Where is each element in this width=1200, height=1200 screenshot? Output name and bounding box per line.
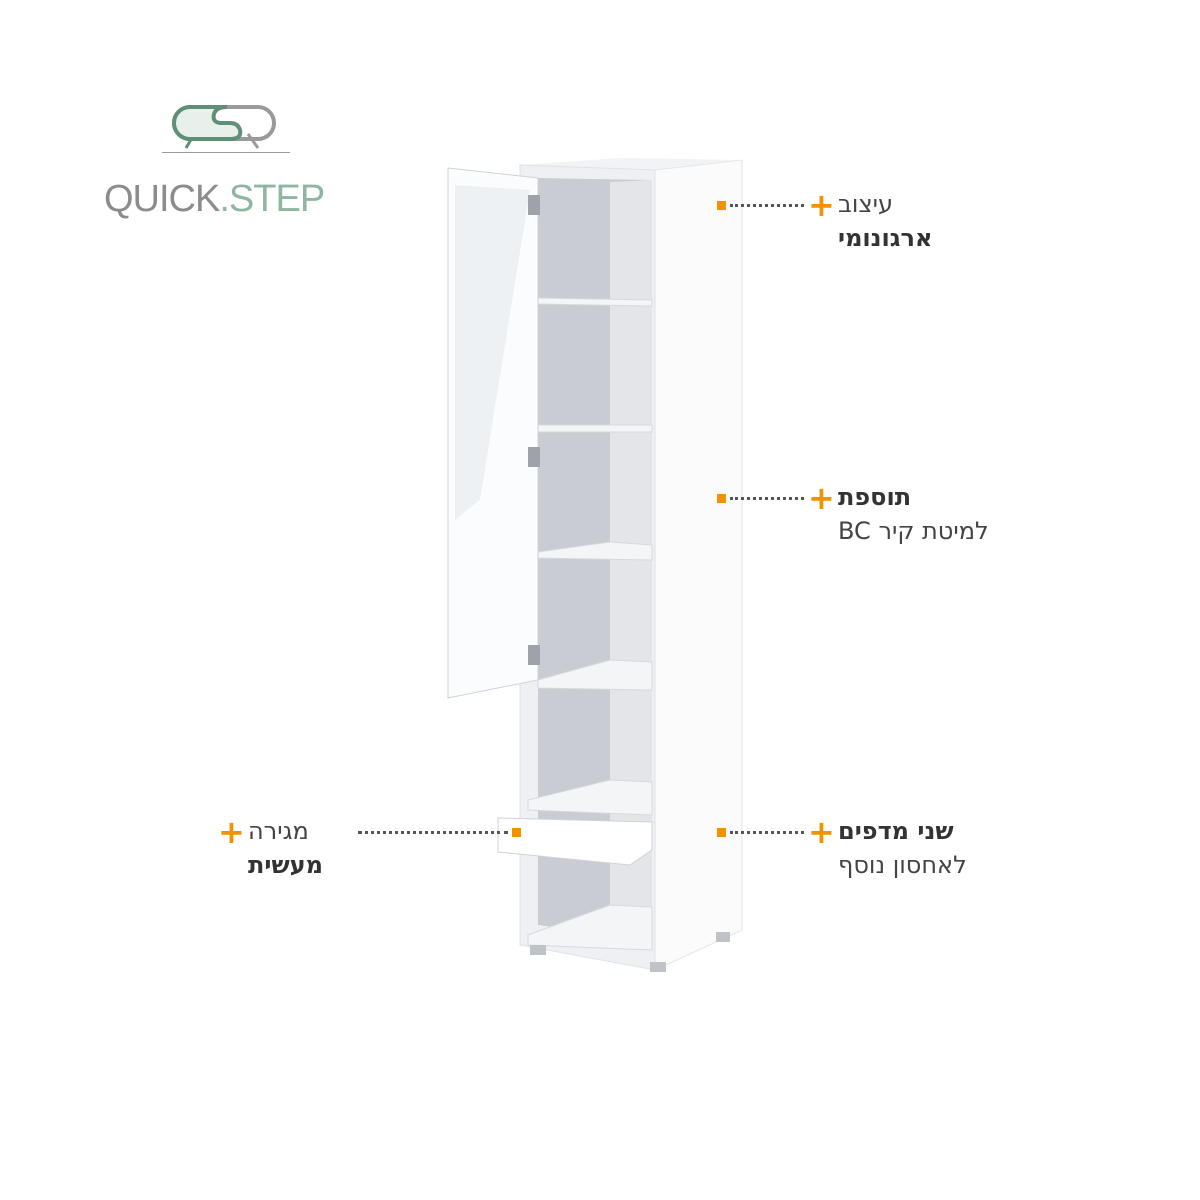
plus-icon: +	[808, 186, 835, 224]
dotted-leader	[730, 497, 804, 500]
callout-line2: ארגונומי	[838, 224, 933, 252]
marker-square	[717, 494, 726, 503]
logo-divider	[162, 152, 290, 153]
brand-name: QUICK.STEP	[104, 178, 325, 221]
callout-line2: מעשית	[248, 851, 324, 879]
callout-ergonomic: + עיצוב ארגונומי	[717, 186, 933, 255]
callout-line1: שני מדפים	[838, 817, 954, 845]
callout-wallbed: + תוספת למיטת קיר BC	[717, 479, 989, 548]
callout-line1: עיצוב	[838, 190, 894, 218]
callout-line2: לאחסון נוסף	[838, 851, 967, 879]
callout-line1: מגירה	[248, 817, 309, 845]
drawer	[497, 817, 653, 866]
brand-name-step: .STEP	[219, 178, 325, 220]
callout-drawer: + מגירה מעשית	[218, 813, 521, 882]
callout-line2: למיטת קיר BC	[838, 517, 989, 545]
callout-line1: תוספת	[838, 483, 912, 511]
plus-icon: +	[218, 813, 245, 851]
brand-name-quick: QUICK	[104, 178, 220, 220]
marker-square	[717, 201, 726, 210]
plus-icon: +	[808, 479, 835, 517]
dotted-leader	[730, 831, 804, 834]
callout-shelves: + שני מדפים לאחסון נוסף	[717, 813, 967, 882]
cabinet-illustration	[447, 158, 743, 972]
marker-square	[717, 828, 726, 837]
dotted-leader	[730, 204, 804, 207]
marker-square	[512, 828, 521, 837]
dotted-leader	[358, 831, 508, 834]
plus-icon: +	[808, 813, 835, 851]
logo-mark-icon	[172, 105, 276, 149]
